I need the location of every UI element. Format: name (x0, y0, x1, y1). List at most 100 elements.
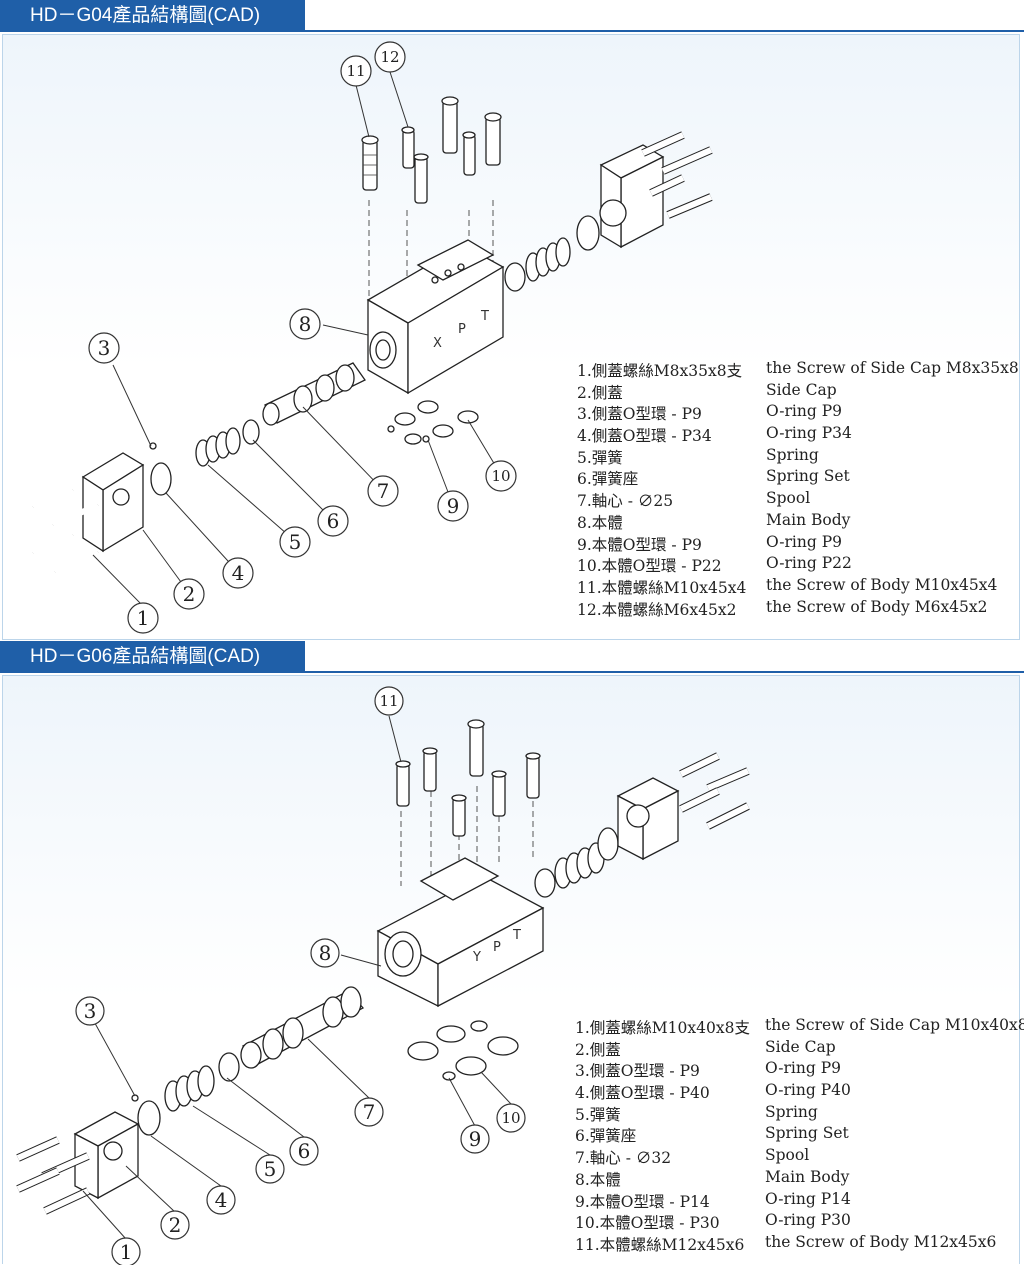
svg-text:5: 5 (264, 1157, 277, 1181)
main-body-icon (376, 857, 545, 1008)
callout-10: 10 (496, 1103, 526, 1133)
svg-text:10: 10 (491, 467, 510, 485)
body-screw-icon (361, 135, 379, 191)
section-header-g04: HD－G04產品結構圖(CAD) (0, 0, 1024, 32)
side-cap-icon (81, 452, 145, 553)
callout-8: 8 (310, 938, 340, 968)
main-body-icon (366, 239, 505, 395)
o-ring-icon (534, 868, 556, 898)
svg-text:8: 8 (299, 312, 312, 336)
body-screw-icon (525, 752, 541, 799)
callout-12: 12 (374, 41, 406, 73)
body-screw-icon (491, 770, 507, 817)
svg-text:10: 10 (501, 1109, 520, 1127)
diagram-panel-g04: X P T (2, 34, 1020, 640)
callout-8: 8 (289, 308, 321, 340)
section-title-g06: HD－G06產品結構圖(CAD) (0, 641, 305, 673)
port-label-y: Y (472, 950, 481, 965)
svg-text:7: 7 (377, 479, 390, 503)
port-label-p: P (493, 940, 501, 955)
svg-text:1: 1 (120, 1240, 133, 1264)
svg-text:3: 3 (98, 336, 111, 360)
callout-3: 3 (75, 996, 105, 1026)
side-cap-screw-icon (679, 752, 750, 830)
callout-4: 4 (206, 1185, 236, 1215)
svg-text:6: 6 (327, 509, 340, 533)
side-cap-icon (599, 144, 665, 249)
body-screw-icon (467, 719, 485, 777)
port-label-t: T (480, 309, 489, 324)
body-screw-icon (401, 126, 415, 169)
exploded-view-g04: X P T (31, 41, 713, 634)
svg-text:12: 12 (380, 48, 399, 66)
body-screw-icon (462, 131, 476, 176)
callout-6: 6 (289, 1136, 319, 1166)
section-header-g06: HD－G06產品結構圖(CAD) (0, 641, 1024, 673)
spring-icon (164, 1065, 215, 1112)
svg-text:1: 1 (137, 606, 150, 630)
port-label-t: T (512, 928, 521, 943)
side-cap-icon (616, 777, 680, 861)
side-cap-screw-icon (641, 131, 713, 219)
callout-2: 2 (160, 1210, 190, 1240)
callout-9: 9 (437, 490, 469, 522)
o-ring-icon (137, 1100, 161, 1136)
svg-text:3: 3 (84, 999, 97, 1023)
side-cap-icon (73, 1111, 140, 1200)
svg-text:5: 5 (289, 530, 302, 554)
body-screw-icon (451, 794, 467, 837)
spring-icon (195, 427, 241, 467)
callout-11: 11 (340, 55, 372, 87)
spring-icon (525, 237, 571, 282)
side-cap-screw-icon (31, 487, 100, 575)
callout-9: 9 (460, 1124, 490, 1154)
o-ring-icon (150, 462, 172, 496)
callout-7: 7 (354, 1097, 384, 1127)
svg-text:7: 7 (363, 1100, 376, 1124)
header-divider (305, 30, 1024, 32)
svg-text:4: 4 (215, 1188, 228, 1212)
callout-3: 3 (88, 332, 120, 364)
header-divider (305, 671, 1024, 673)
callout-10: 10 (485, 460, 517, 492)
port-label-p: P (458, 322, 466, 337)
o-ring-icon (504, 262, 526, 292)
diagram-panel-g06: Y P T (2, 675, 1024, 1265)
svg-text:2: 2 (183, 582, 196, 606)
svg-text:9: 9 (469, 1127, 482, 1151)
body-screw-icon (484, 112, 502, 166)
exploded-view-g06: Y P T (16, 686, 750, 1265)
callout-5: 5 (279, 526, 311, 558)
body-screw-icon (413, 153, 429, 204)
o-ring-set-icon (407, 1020, 519, 1081)
callout-1: 1 (127, 602, 159, 634)
o-ring-icon (597, 827, 619, 861)
callout-5: 5 (255, 1154, 285, 1184)
callout-4: 4 (222, 557, 254, 589)
body-screw-icon (422, 747, 438, 792)
o-ring-set-icon (387, 400, 479, 445)
o-ring-icon (149, 442, 157, 450)
svg-text:11: 11 (379, 692, 398, 710)
svg-text:9: 9 (447, 494, 460, 518)
body-screw-icon (395, 760, 411, 807)
callout-7: 7 (367, 475, 399, 507)
spring-seat-icon (218, 1052, 240, 1082)
svg-text:6: 6 (298, 1139, 311, 1163)
callout-2: 2 (173, 578, 205, 610)
callout-6: 6 (317, 505, 349, 537)
spring-seat-icon (242, 419, 260, 445)
port-label-x: X (433, 336, 442, 351)
side-cap-screw-icon (16, 1136, 90, 1215)
spring-icon (554, 842, 605, 889)
svg-text:8: 8 (319, 941, 332, 965)
section-title-g04: HD－G04產品結構圖(CAD) (0, 0, 305, 32)
svg-text:11: 11 (346, 62, 365, 80)
body-screw-icon (441, 96, 459, 154)
callout-11: 11 (374, 686, 404, 716)
spool-icon (262, 362, 366, 426)
svg-text:4: 4 (232, 561, 245, 585)
o-ring-icon (576, 215, 600, 251)
callout-1: 1 (111, 1237, 141, 1265)
spool-icon (240, 986, 365, 1069)
